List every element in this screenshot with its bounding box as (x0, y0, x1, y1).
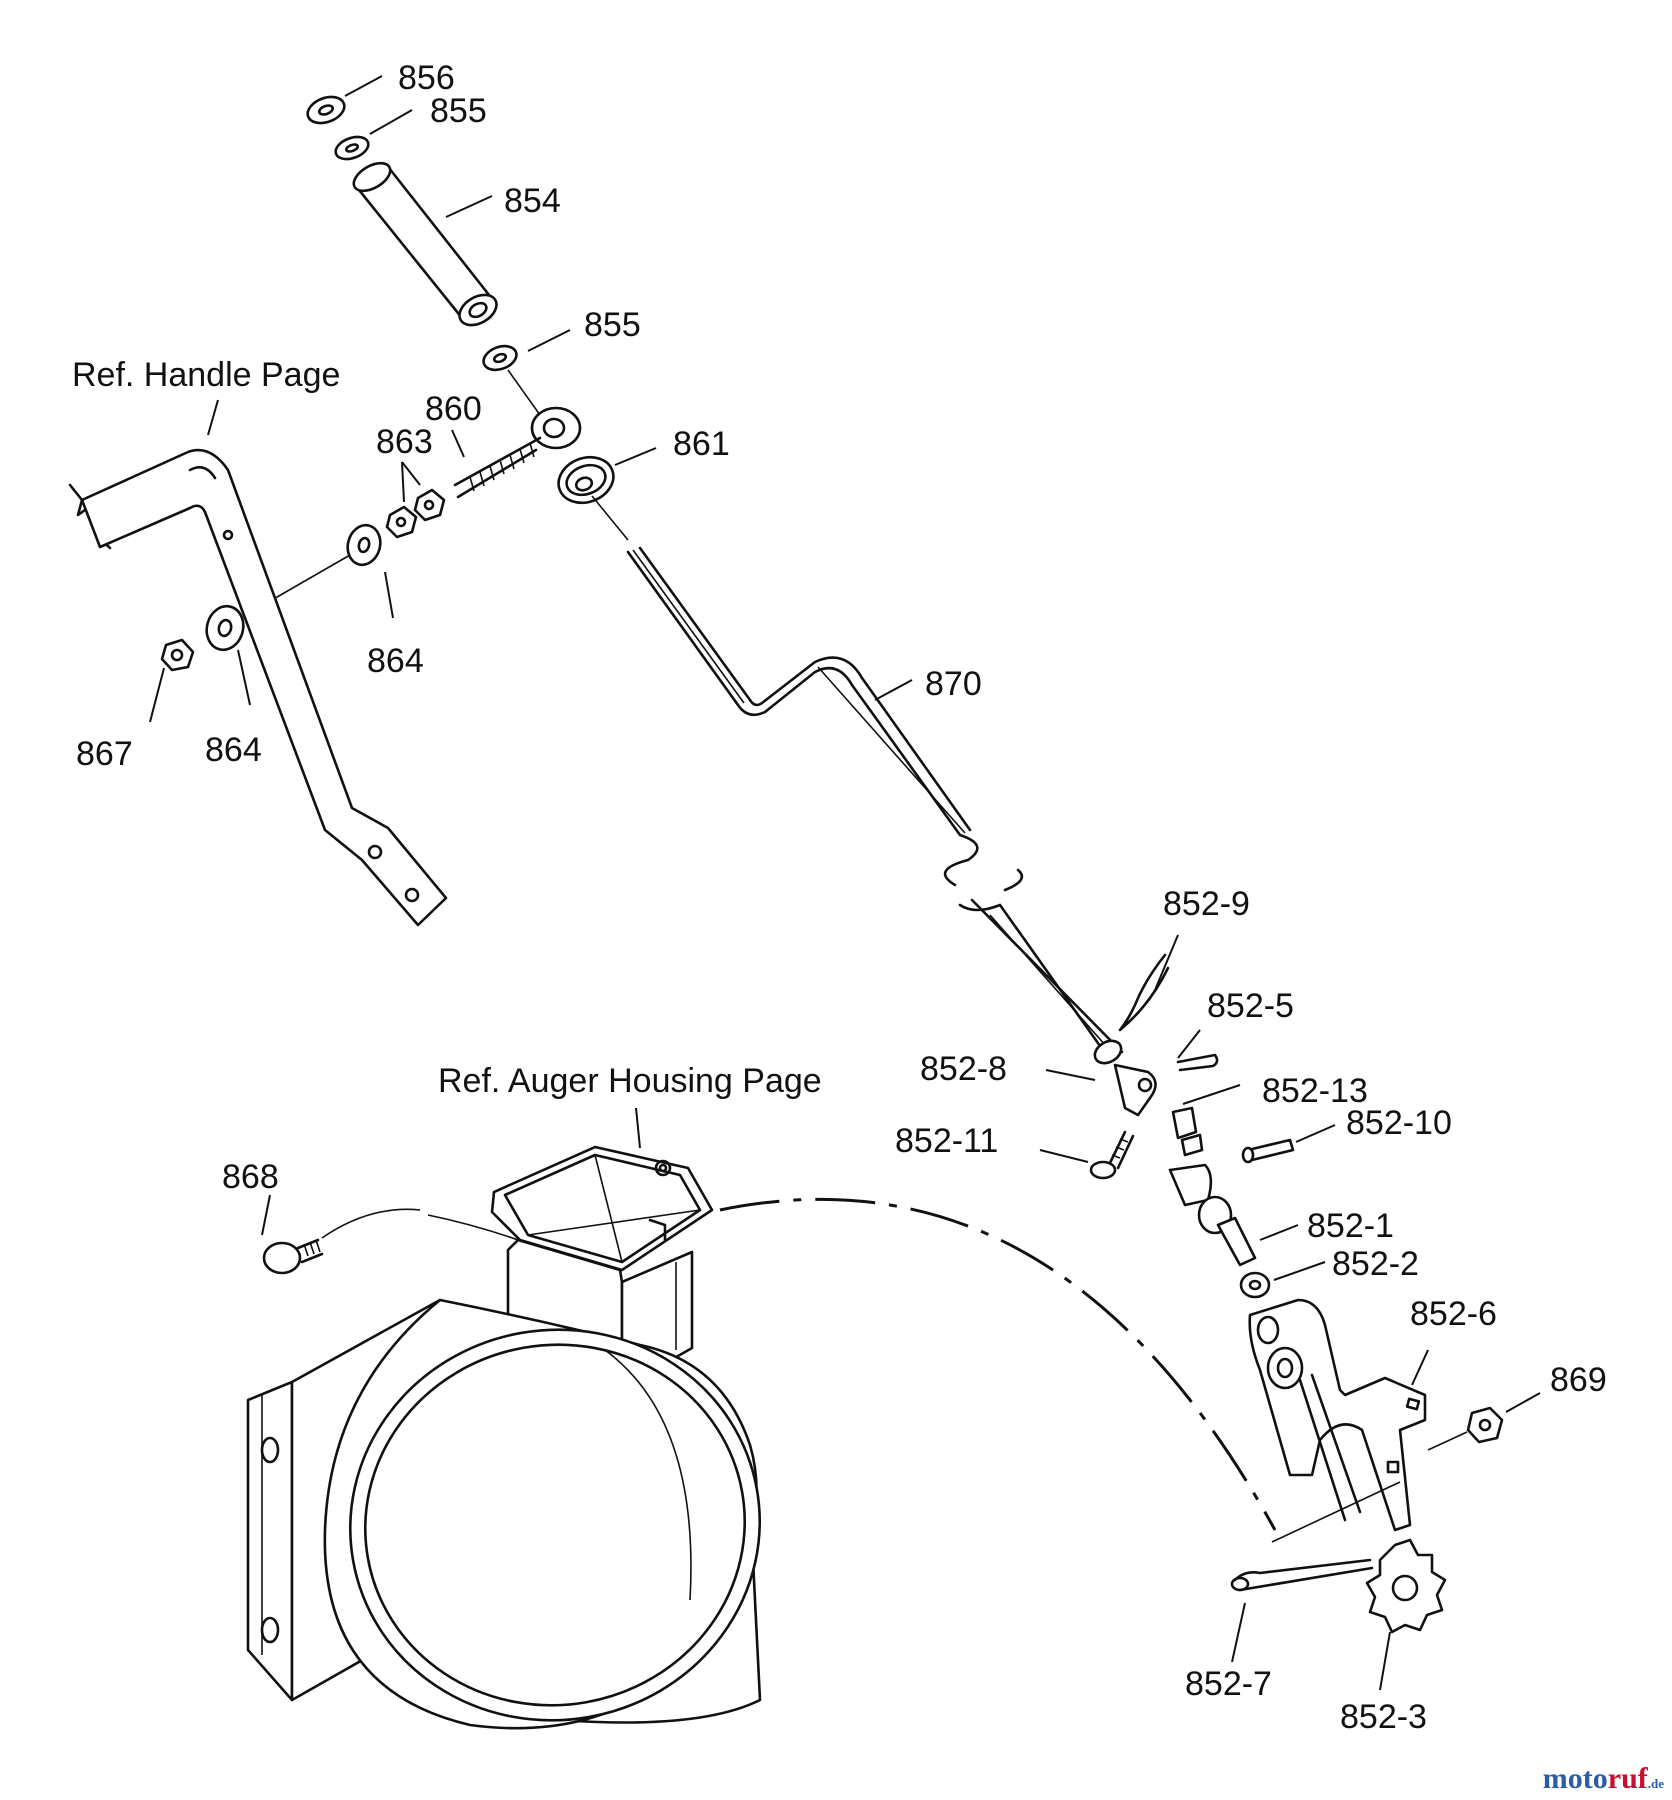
leader-lines (149, 75, 1541, 1691)
washer-855-top (334, 135, 370, 161)
watermark-part2: ruf (1607, 1762, 1648, 1795)
grommet-861 (557, 455, 615, 505)
cap-856 (306, 95, 346, 125)
callout-860: 860 (425, 390, 482, 428)
spring-clip-852-9 (1118, 953, 1170, 1032)
watermark-logo: motoruf.de (1543, 1762, 1664, 1796)
handle-grip-854 (352, 161, 498, 327)
rod-870 (626, 546, 1124, 1062)
nut-869 (1466, 1406, 1504, 1444)
eye-bolt-860 (453, 406, 582, 499)
callout-852-10: 852-10 (1346, 1104, 1452, 1142)
callout-852-7: 852-7 (1185, 1665, 1272, 1703)
callout-852-1: 852-1 (1307, 1207, 1394, 1245)
callout-869: 869 (1550, 1361, 1607, 1399)
callout-852-13: 852-13 (1262, 1072, 1368, 1110)
washer-864-right (346, 523, 382, 567)
callout-870: 870 (925, 665, 982, 703)
bolt-852-11 (1089, 1130, 1135, 1180)
chute-flange (490, 1145, 714, 1272)
washer-864-left (205, 604, 245, 652)
callout-864-left: 864 (205, 731, 262, 769)
callout-852-6: 852-6 (1410, 1295, 1497, 1333)
callout-856: 856 (398, 59, 455, 97)
clevis-852-8 (1093, 1039, 1157, 1117)
nuts-863 (385, 488, 446, 539)
ref-handle-page-label: Ref. Handle Page (72, 356, 340, 394)
callout-861: 861 (673, 425, 730, 463)
callout-867: 867 (76, 735, 133, 773)
callout-852-9: 852-9 (1163, 885, 1250, 923)
callout-852-5: 852-5 (1207, 987, 1294, 1025)
nut-867 (160, 638, 195, 672)
callout-864-right: 864 (367, 642, 424, 680)
pin-852-10 (1241, 1138, 1295, 1164)
cotter-852-7 (1230, 1558, 1374, 1592)
ref-auger-housing-page-label: Ref. Auger Housing Page (438, 1062, 822, 1100)
callout-854: 854 (504, 182, 561, 220)
callout-852-3: 852-3 (1340, 1698, 1427, 1736)
washer-852-2 (1239, 1271, 1271, 1299)
housing-side-plate (246, 1380, 294, 1702)
swivel-852-1 (1168, 1163, 1257, 1267)
cotter-852-5 (1176, 1053, 1219, 1072)
callout-855-top: 855 (430, 92, 487, 130)
callout-852-2: 852-2 (1332, 1245, 1419, 1283)
washer-855-mid (482, 344, 518, 372)
callout-852-11: 852-11 (895, 1122, 998, 1160)
callout-868: 868 (222, 1158, 279, 1196)
handle-rod-left (68, 448, 448, 927)
auger-housing (290, 1298, 762, 1730)
callout-863: 863 (376, 423, 433, 461)
callout-855-mid: 855 (584, 306, 641, 344)
watermark-part3: .de (1647, 1776, 1664, 1791)
bracket-852-6 (1248, 1298, 1427, 1532)
clip-852-13 (1171, 1106, 1204, 1157)
callout-852-8: 852-8 (920, 1050, 1007, 1088)
gear-852-3 (1365, 1538, 1447, 1634)
rotation-arc (719, 1197, 1277, 1531)
carriage-bolt-868 (262, 1238, 324, 1275)
watermark-part1: moto (1542, 1762, 1608, 1795)
